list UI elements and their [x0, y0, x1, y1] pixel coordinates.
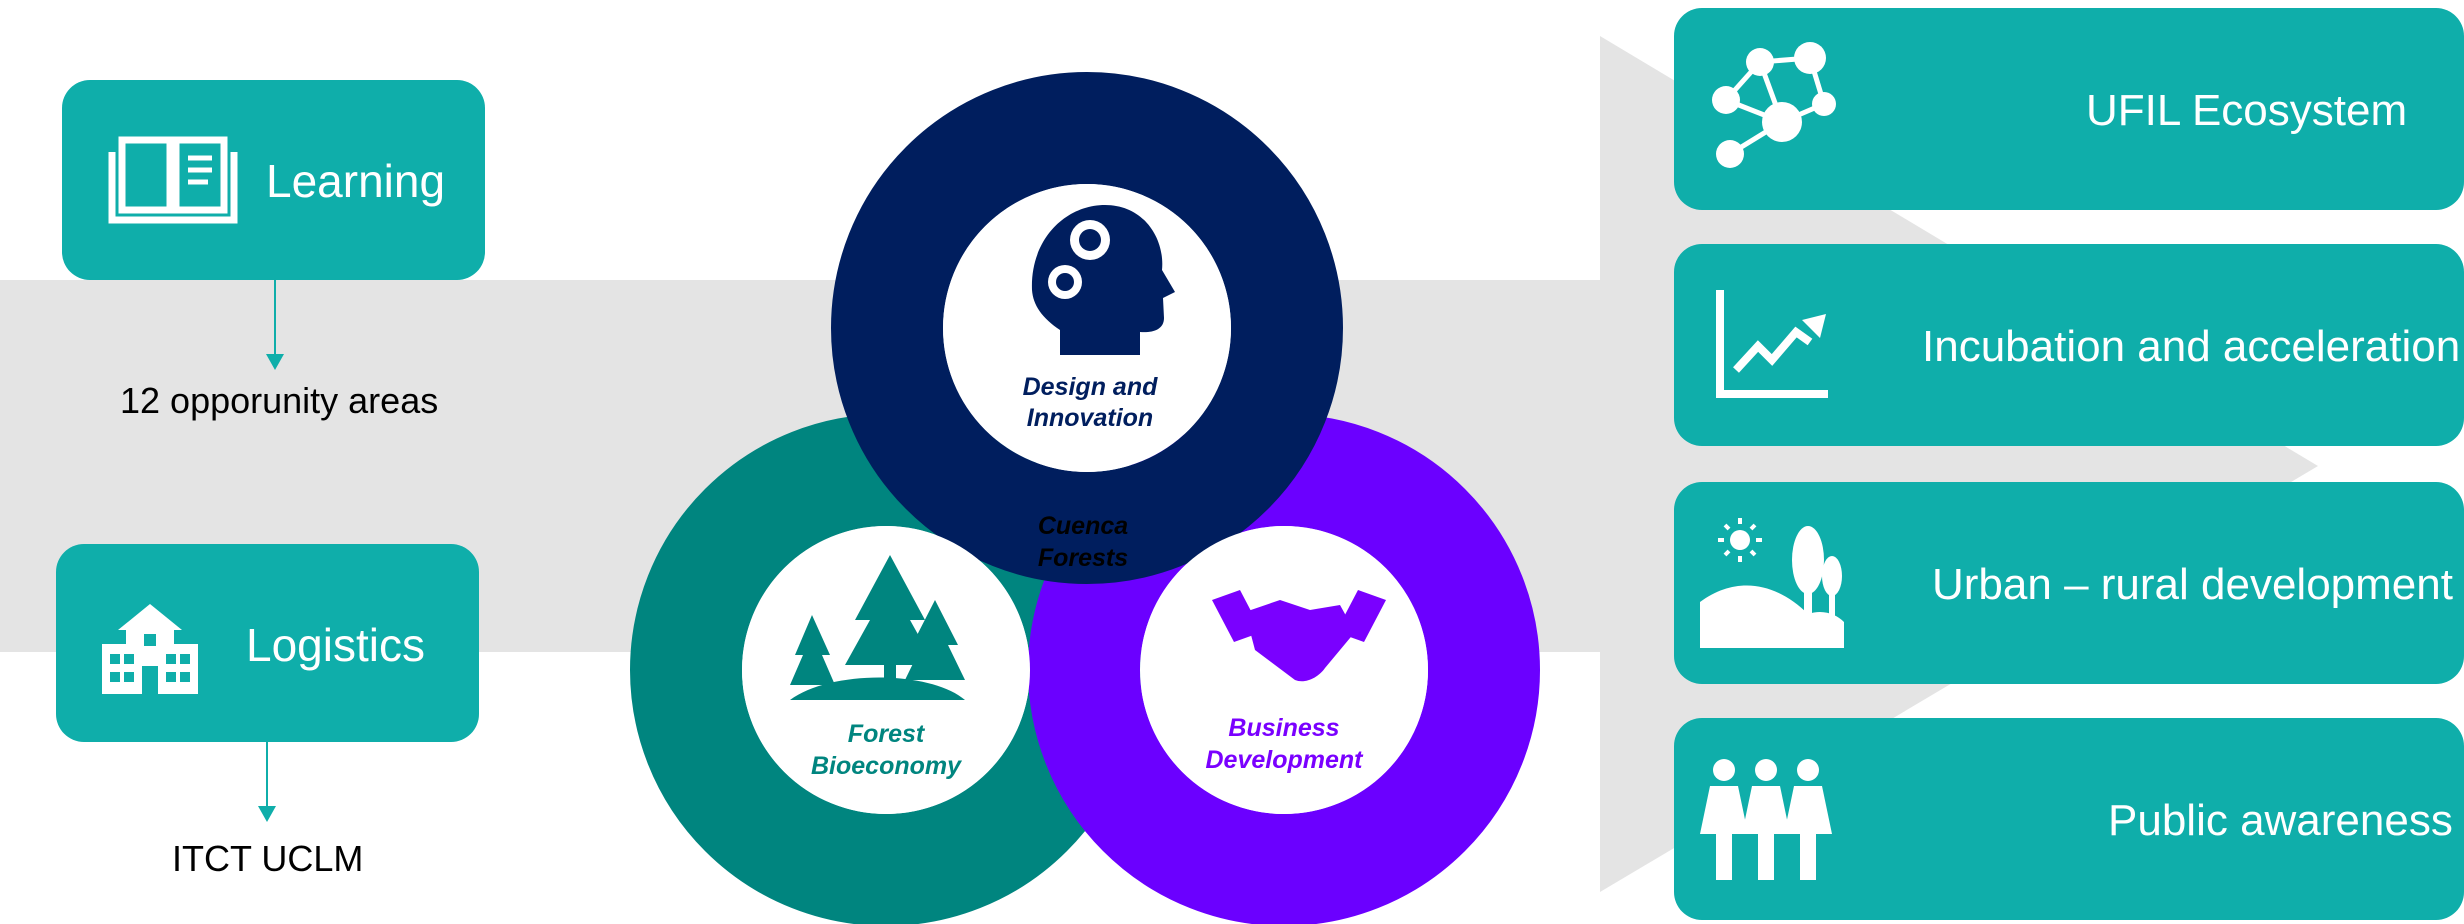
public-awareness-tile: Public awareness [1674, 718, 2464, 920]
school-building-icon [102, 604, 198, 694]
ufil-ecosystem-tile: UFIL Ecosystem [1674, 8, 2464, 210]
handshake-icon [1212, 590, 1386, 682]
incubation-label: Incubation and acceleration [1922, 322, 2461, 371]
learning-label: Learning [266, 155, 446, 207]
network-people-icon [1712, 42, 1836, 168]
ufil-ecosystem-label: UFIL Ecosystem [2086, 86, 2408, 135]
learning-subtitle: 12 opporunity areas [120, 380, 439, 421]
head-gears-icon [1031, 205, 1175, 355]
logistics-connector [258, 742, 276, 822]
logistics-tile: Logistics [56, 544, 479, 742]
core-label-line2: Forests [1037, 544, 1129, 572]
business-label: Business Development [1184, 712, 1384, 776]
group-people-icon [1700, 759, 1832, 880]
business-label-line1: Business [1228, 714, 1340, 742]
core-label: Cuenca Forests [1008, 510, 1158, 574]
logistics-label: Logistics [246, 619, 425, 671]
landscape-trees-icon [1700, 518, 1844, 648]
learning-tile: Learning [62, 80, 485, 280]
logistics-subtitle: ITCT UCLM [172, 838, 364, 879]
book-icon [108, 136, 238, 224]
pine-trees-icon [790, 555, 965, 700]
public-awareness-label: Public awareness [2108, 796, 2453, 845]
design-label: Design and Innovation [1000, 372, 1180, 434]
urban-rural-label: Urban – rural development [1932, 560, 2453, 609]
design-label-line1: Design and [1022, 373, 1158, 401]
forest-label: Forest Bioeconomy [786, 718, 986, 782]
design-ring [831, 72, 1343, 584]
core-label-line1: Cuenca [1037, 512, 1129, 540]
incubation-tile: Incubation and acceleration [1674, 244, 2464, 446]
growth-chart-icon [1716, 290, 1828, 398]
design-label-line2: Innovation [1026, 404, 1154, 432]
business-label-line2: Development [1205, 746, 1363, 774]
forest-label-line1: Forest [847, 720, 925, 748]
learning-connector [266, 280, 284, 370]
forest-label-line2: Bioeconomy [810, 752, 962, 780]
urban-rural-tile: Urban – rural development [1674, 482, 2464, 684]
